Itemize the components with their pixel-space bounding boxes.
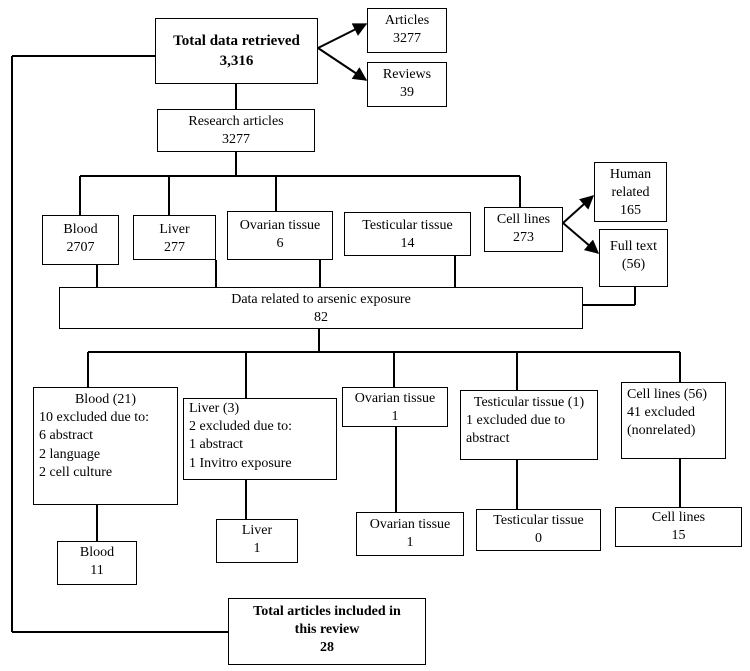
liver-label: Liver (159, 222, 190, 237)
testicular-tissue-label: Testicular tissue (362, 218, 453, 233)
total-data-retrieved-label: Total data retrieved (173, 33, 300, 49)
cell-lines-screening-box: Cell lines (56) 41 excluded (nonrelated) (621, 382, 726, 459)
articles-box: Articles 3277 (367, 8, 447, 53)
liver-screening-title: Liver (3) (189, 401, 240, 416)
cell-lines-screening-line: 41 excluded (627, 405, 696, 421)
blood-box: Blood 2707 (42, 215, 119, 265)
human-related-label-2: related (611, 185, 650, 201)
arsenic-exposure-count: 82 (314, 310, 328, 326)
reviews-box: Reviews 39 (367, 62, 447, 107)
blood-label: Blood (63, 222, 98, 237)
cell-lines-included-count: 15 (671, 528, 686, 544)
blood-screening-line: 10 excluded due to: (39, 410, 150, 426)
cell-lines-label: Cell lines (496, 212, 551, 227)
ovarian-screening-box: Ovarian tissue 1 (342, 387, 448, 427)
liver-screening-line: 1 Invitro exposure (189, 455, 292, 471)
research-articles-count: 3277 (222, 132, 250, 148)
total-included-label-2: this review (294, 622, 360, 638)
blood-screening-line: 6 abstract (39, 428, 94, 444)
blood-screening-title: Blood (21) (74, 392, 137, 407)
blood-screening-box: Blood (21) 10 excluded due to: 6 abstrac… (33, 387, 178, 505)
cell-lines-included-label: Cell lines (651, 510, 706, 525)
testicular-tissue-box: Testicular tissue 14 (344, 212, 471, 256)
ovarian-tissue-count: 6 (276, 236, 284, 252)
cell-lines-included-box: Cell lines 15 (615, 507, 742, 547)
total-included-count: 28 (320, 640, 334, 656)
cell-lines-screening-line: (nonrelated) (627, 423, 696, 439)
arsenic-exposure-label: Data related to arsenic exposure (231, 292, 411, 307)
ovarian-tissue-box: Ovarian tissue 6 (227, 211, 333, 260)
blood-included-box: Blood 11 (57, 541, 137, 585)
ovarian-included-box: Ovarian tissue 1 (356, 512, 464, 556)
total-data-retrieved-box: Total data retrieved 3,316 (155, 18, 318, 84)
testicular-screening-box: Testicular tissue (1) 1 excluded due to … (460, 390, 598, 460)
human-related-count: 165 (620, 203, 641, 219)
testicular-included-label: Testicular tissue (493, 513, 584, 528)
total-data-retrieved-count: 3,316 (219, 52, 254, 69)
liver-included-count: 1 (253, 541, 261, 557)
ovarian-included-label: Ovarian tissue (369, 517, 451, 532)
blood-screening-line: 2 cell culture (39, 464, 113, 480)
human-related-box: Human related 165 (594, 162, 667, 222)
blood-included-label: Blood (79, 545, 115, 560)
human-related-label-1: Human (609, 167, 652, 182)
testicular-screening-line: abstract (466, 431, 510, 447)
ovarian-screening-title: Ovarian tissue (354, 391, 436, 406)
ovarian-tissue-label: Ovarian tissue (239, 218, 321, 233)
testicular-tissue-count: 14 (400, 236, 415, 252)
blood-included-count: 11 (90, 563, 104, 579)
liver-screening-box: Liver (3) 2 excluded due to: 1 abstract … (183, 398, 337, 480)
liver-box: Liver 277 (133, 215, 216, 260)
testicular-screening-title: Testicular tissue (1) (473, 395, 585, 410)
ovarian-screening-count: 1 (391, 409, 399, 425)
total-included-box: Total articles included in this review 2… (228, 598, 426, 665)
total-included-label-1: Total articles included in (253, 604, 401, 619)
full-text-box: Full text (56) (599, 229, 668, 287)
testicular-included-box: Testicular tissue 0 (476, 509, 601, 551)
liver-included-label: Liver (241, 523, 273, 538)
ovarian-included-count: 1 (406, 535, 414, 551)
cell-lines-screening-title: Cell lines (56) (627, 387, 708, 402)
arsenic-exposure-box: Data related to arsenic exposure 82 (59, 287, 583, 329)
reviews-label: Reviews (382, 67, 432, 82)
articles-count: 3277 (393, 31, 421, 47)
cell-lines-box: Cell lines 273 (484, 207, 563, 252)
testicular-screening-line: 1 excluded due to (466, 413, 566, 429)
liver-count: 277 (164, 240, 185, 256)
articles-label: Articles (384, 13, 430, 28)
liver-included-box: Liver 1 (216, 519, 298, 563)
blood-count: 2707 (66, 240, 95, 256)
liver-screening-line: 2 excluded due to: (189, 419, 293, 435)
testicular-included-count: 0 (535, 531, 542, 547)
blood-screening-line: 2 language (39, 446, 101, 462)
reviews-count: 39 (400, 85, 414, 101)
research-articles-box: Research articles 3277 (157, 109, 315, 152)
cell-lines-count: 273 (513, 230, 534, 246)
full-text-count: (56) (621, 257, 646, 273)
full-text-label: Full text (609, 239, 658, 254)
liver-screening-line: 1 abstract (189, 437, 244, 453)
research-articles-label: Research articles (188, 114, 284, 129)
